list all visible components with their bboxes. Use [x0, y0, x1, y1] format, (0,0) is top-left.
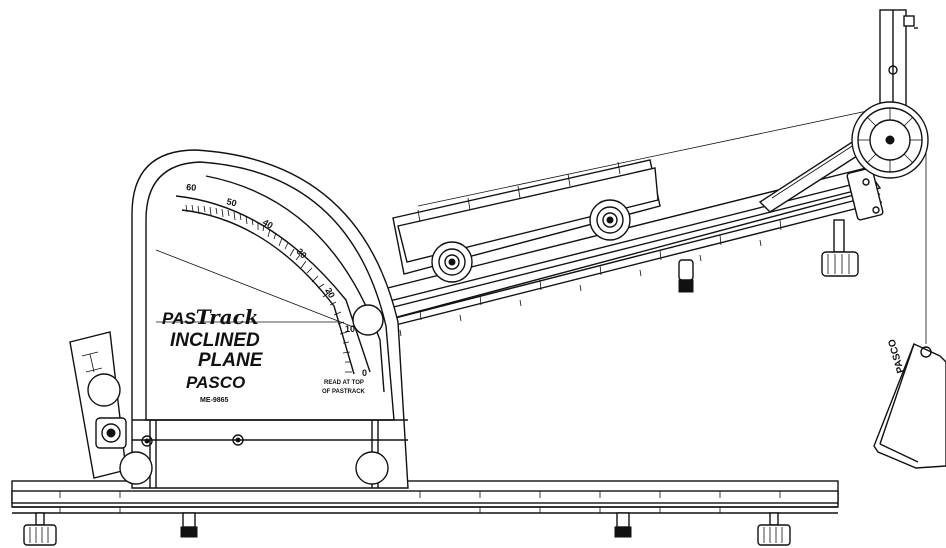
incline-foot [821, 219, 859, 277]
brand-prefix: PAS [162, 309, 196, 328]
angle-scale-ticks [185, 204, 352, 373]
pulley-wheel [851, 101, 929, 179]
base-foot-right [757, 512, 791, 546]
left-clamp [69, 331, 127, 479]
brand-script: Track [196, 305, 259, 329]
scale-label-20: 20 [323, 286, 337, 300]
cart [392, 159, 661, 283]
track-screw-right [614, 512, 632, 538]
scale-label-60: 60 [186, 182, 197, 193]
base-track-ticks [59, 491, 781, 513]
hanging-mass: PASCO [873, 337, 946, 469]
track-screw-left [180, 512, 198, 538]
hanging-mass-label: PASCO [887, 337, 907, 374]
scale-label-40: 40 [261, 217, 275, 231]
inclined-track-ticks [399, 219, 782, 337]
read-note-line-2: OF PASTRACK [322, 389, 366, 395]
knob-bottom-left [119, 451, 153, 485]
manufacturer-logo: PASCO [186, 373, 245, 392]
protractor-housing: 0 10 20 30 40 50 60 PASTrack INCLINED PL… [69, 149, 409, 489]
title-line-1: INCLINED [170, 330, 260, 351]
protractor-branding: PASTrack INCLINED PLANE PASCO ME-9865 RE… [162, 305, 366, 404]
cart-wheel-rear [431, 241, 473, 283]
incline-screw [678, 259, 694, 293]
title-line-2: PLANE [198, 350, 264, 371]
cart-wheel-front [589, 199, 631, 241]
scale-label-10: 10 [345, 324, 355, 334]
string [417, 109, 927, 344]
pulley-assembly [758, 9, 929, 213]
read-note-line-1: READ AT TOP [324, 380, 364, 386]
base-foot-left [23, 512, 57, 546]
scale-label-50: 50 [225, 196, 237, 208]
angle-knob [352, 304, 384, 336]
base-track [11, 480, 839, 546]
knob-bottom-right [355, 451, 389, 485]
model-number: ME-9865 [200, 397, 229, 404]
scale-label-0: 0 [362, 368, 367, 378]
svg-text:PASTrack: PASTrack [162, 305, 259, 329]
